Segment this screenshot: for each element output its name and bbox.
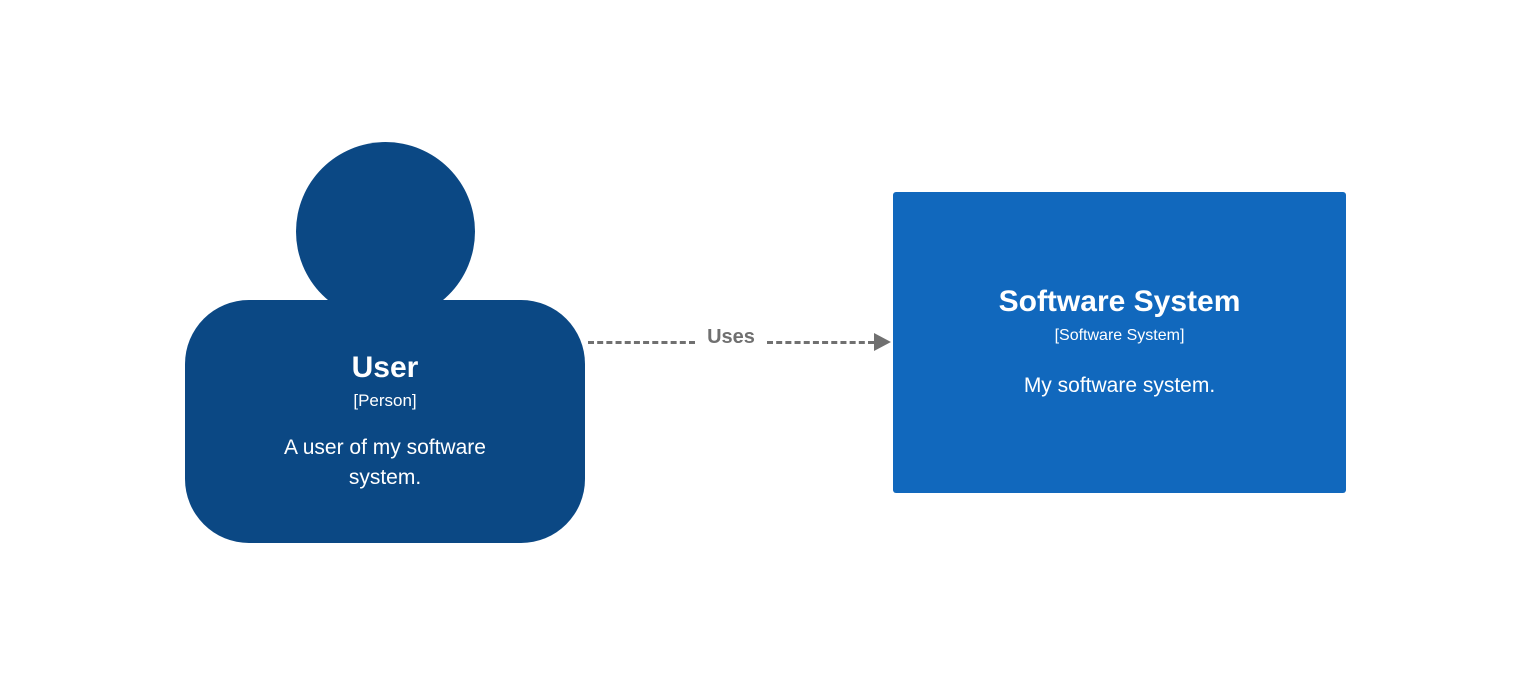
system-type-label: [Software System] [1054,327,1185,345]
relationship-uses: Uses [588,326,891,358]
person-name: User [351,351,419,385]
person-head-shape [296,142,475,321]
person-type-label: [Person] [353,391,417,411]
system-description: My software system. [1023,374,1216,398]
relationship-line-right [766,340,874,344]
system-name: Software System [998,285,1241,319]
software-system-node[interactable]: Software System [Software System] My sof… [893,192,1346,493]
person-body-shape: User [Person] A user of my software syst… [185,300,585,543]
arrowhead-icon [874,333,891,351]
relationship-line-left [588,340,696,344]
relationship-label: Uses [707,325,755,348]
person-description: A user of my software system. [284,436,486,489]
